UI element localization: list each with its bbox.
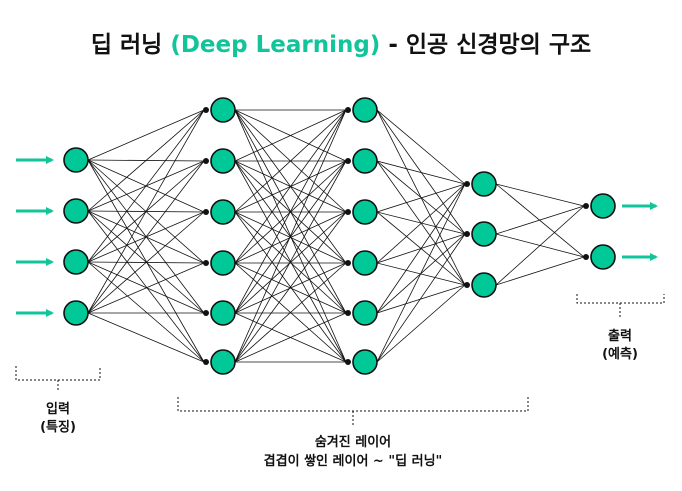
node-input-dot (345, 359, 351, 365)
connection-line (234, 109, 347, 363)
node-input-dot (464, 181, 470, 187)
hidden-node (352, 300, 378, 326)
node-input-dot (345, 310, 351, 316)
hidden-sublabel: 겹겹이 쌓인 레이어 ~ "딥 러닝" (264, 453, 443, 469)
connection-line (376, 160, 466, 235)
node-input-dot (203, 107, 209, 113)
connection-line (376, 109, 466, 185)
hidden-node (471, 171, 497, 197)
connection-line (495, 205, 585, 235)
title-part-2: - 인공 신경망의 구조 (380, 32, 591, 58)
node-input-dot (203, 158, 209, 164)
output-label: 출력 (608, 328, 632, 344)
connection-line (87, 109, 205, 263)
connection-line (376, 160, 466, 185)
node-input-dot (203, 359, 209, 365)
hidden-label: 숨겨진 레이어 (315, 434, 391, 450)
output-node (590, 193, 616, 219)
hidden-bracket (177, 397, 529, 426)
connection-line (87, 210, 205, 363)
page-title: 딥 러닝 (Deep Learning) - 인공 신경망의 구조 (91, 32, 591, 58)
neuron-nodes (63, 97, 616, 375)
connection-line (87, 159, 205, 363)
hidden-node (352, 250, 378, 276)
connection-line (87, 109, 205, 212)
connection-line (87, 160, 205, 314)
node-input-dot (464, 282, 470, 288)
hidden-node (352, 199, 378, 225)
title-highlight: (Deep Learning) (170, 32, 380, 58)
node-input-dot (345, 158, 351, 164)
node-input-dot (345, 107, 351, 113)
node-input-dot (583, 203, 589, 209)
input-label: 입력 (46, 402, 70, 417)
title-part-1: 딥 러닝 (91, 32, 171, 58)
hidden-node (352, 349, 378, 375)
connection-line (234, 312, 347, 363)
connection-line (234, 109, 347, 264)
hidden-node (471, 272, 497, 298)
connection-line (376, 284, 466, 314)
connection-line (87, 109, 205, 161)
hidden-node (210, 199, 236, 225)
hidden-node (352, 97, 378, 123)
input-node (63, 147, 89, 173)
connection-line (234, 109, 347, 213)
hidden-node (210, 300, 236, 326)
connection-line (495, 183, 585, 258)
connection-line (87, 262, 205, 314)
input-node (63, 198, 89, 224)
connection-line (234, 160, 347, 314)
node-input-dot (345, 260, 351, 266)
node-input-dot (203, 209, 209, 215)
output-bracket (576, 294, 665, 318)
connection-lines (87, 109, 585, 363)
connection-line (376, 183, 466, 264)
output-sublabel: (예측) (602, 346, 638, 362)
input-bracket (15, 366, 101, 392)
hidden-node (471, 221, 497, 247)
node-input-dot (464, 231, 470, 237)
node-input-dot (345, 209, 351, 215)
connection-line (376, 183, 466, 213)
connection-line (234, 109, 347, 162)
hidden-node (210, 148, 236, 174)
input-node (63, 249, 89, 275)
hidden-node (210, 349, 236, 375)
input-node (63, 300, 89, 326)
connection-line (234, 262, 347, 314)
connection-line (234, 262, 347, 363)
connection-line (376, 233, 466, 363)
connection-line (87, 261, 205, 363)
connection-line (376, 183, 466, 314)
connection-line (376, 183, 466, 363)
connection-line (87, 211, 205, 314)
node-input-dot (203, 260, 209, 266)
connection-line (495, 256, 585, 286)
connection-line (87, 312, 205, 363)
io-arrows (16, 156, 658, 317)
hidden-node (352, 148, 378, 174)
connection-line (234, 211, 347, 314)
node-input-dot (583, 254, 589, 260)
input-sublabel: (특징) (40, 419, 76, 435)
connection-line (87, 261, 205, 314)
hidden-node (210, 97, 236, 123)
hidden-node (210, 250, 236, 276)
connection-line (234, 160, 347, 363)
connection-line (376, 284, 466, 363)
connection-line (234, 211, 347, 363)
node-input-dot (203, 310, 209, 316)
output-node (590, 244, 616, 270)
connection-line (87, 109, 205, 314)
connection-line (495, 205, 585, 286)
connection-line (495, 183, 585, 207)
connection-line (234, 109, 347, 314)
